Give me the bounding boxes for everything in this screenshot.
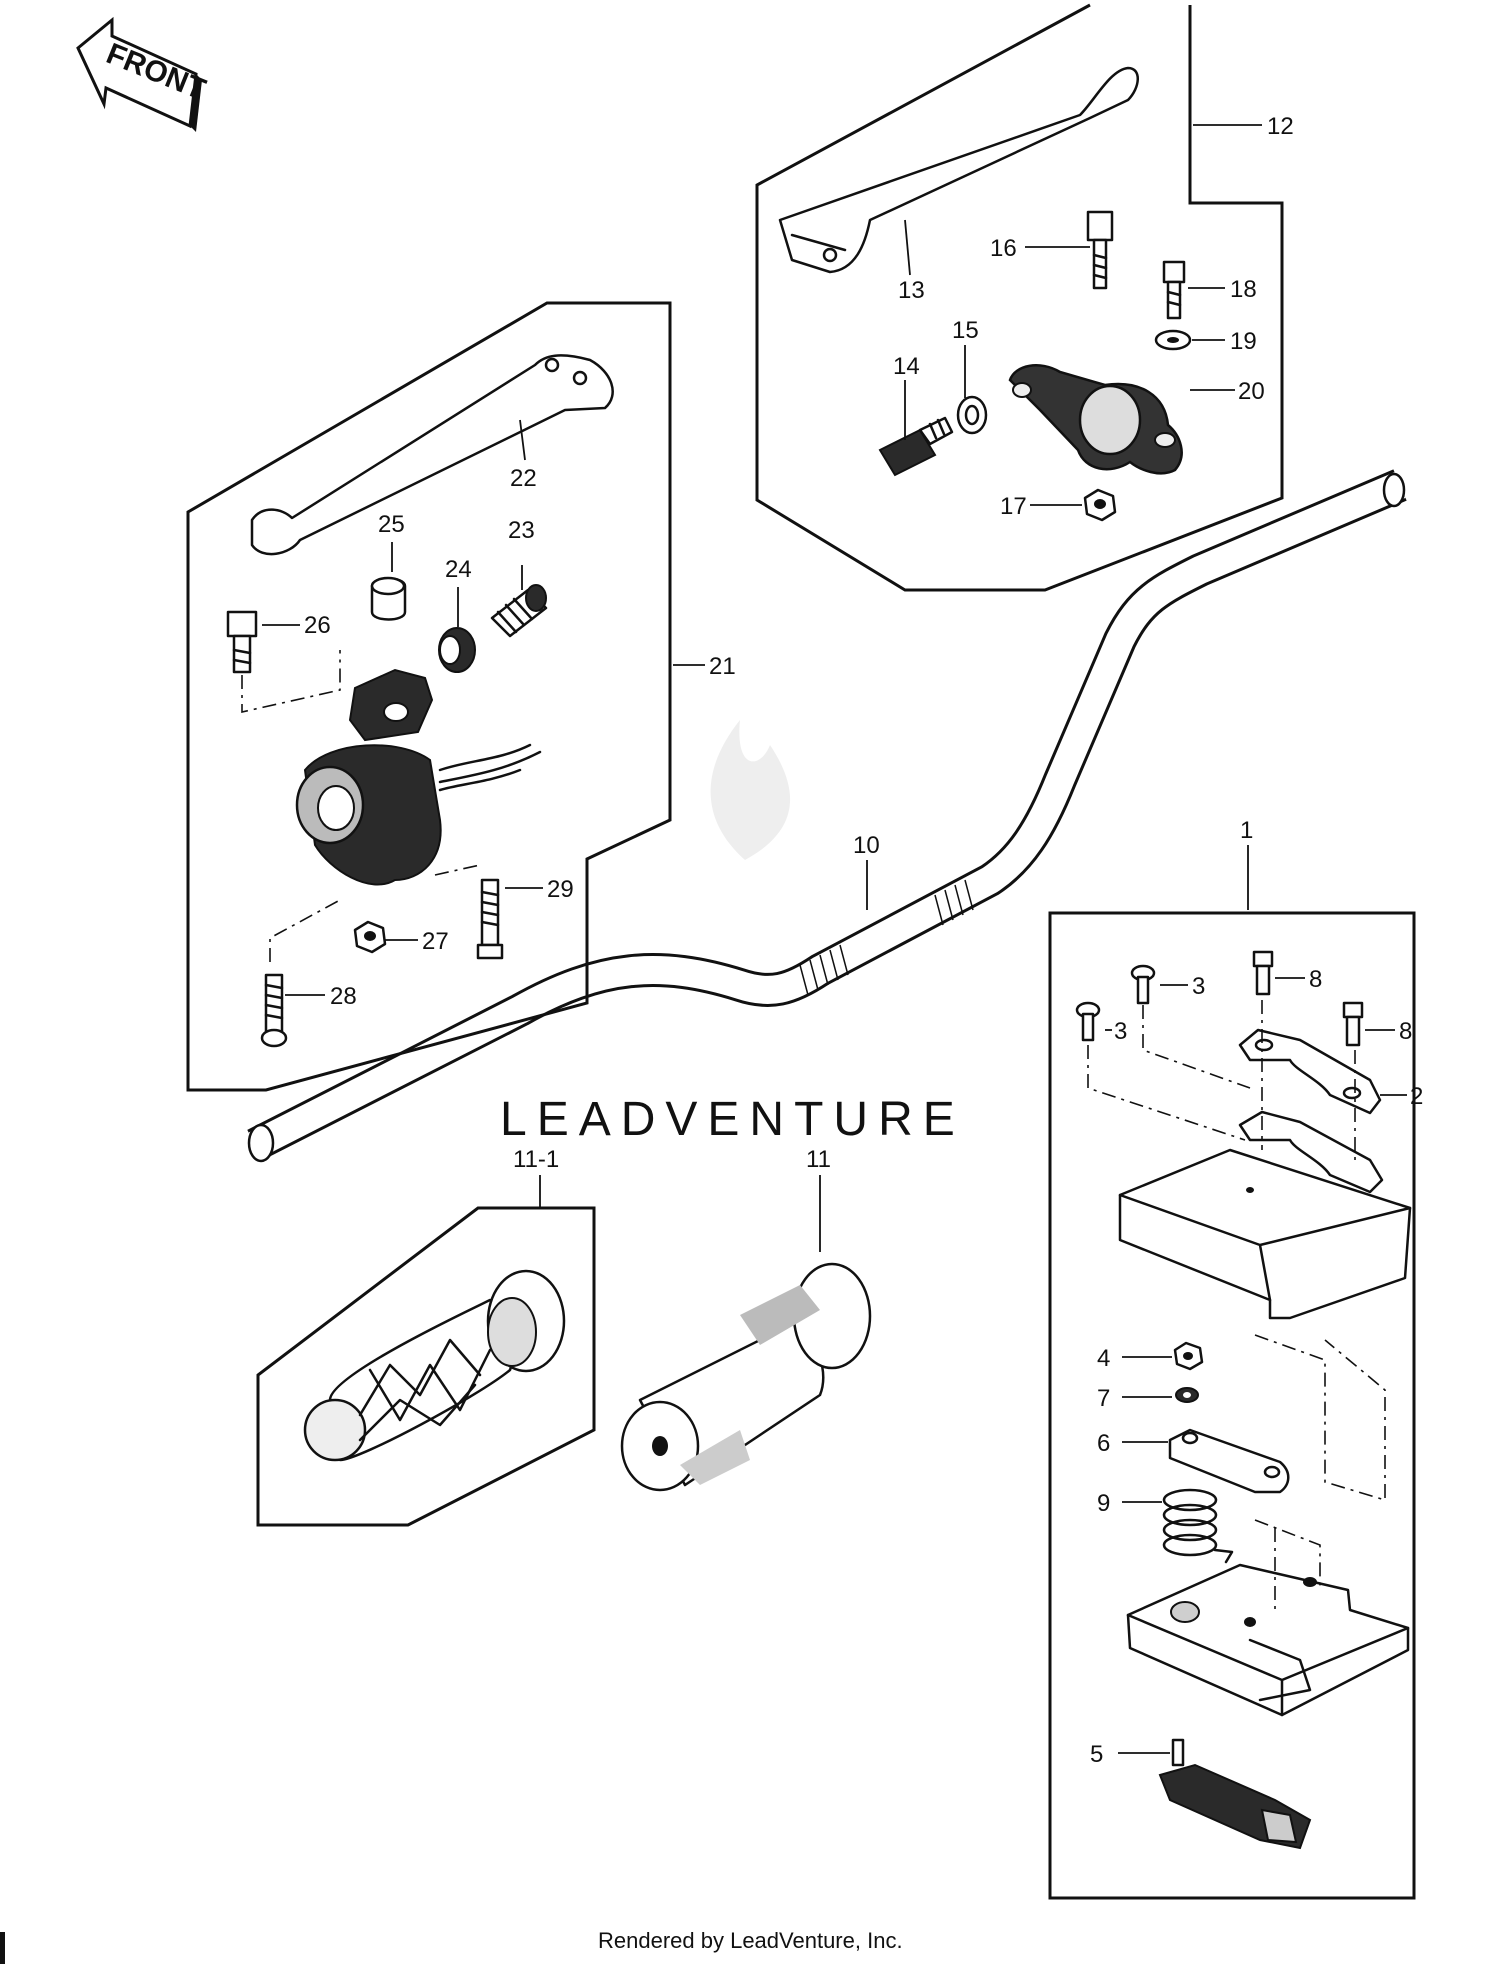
screw-3b (1130, 964, 1156, 1005)
locknut-15 (956, 395, 988, 435)
grip-11 (620, 1262, 872, 1492)
label-25: 25 (378, 511, 405, 538)
label-15: 15 (952, 317, 979, 344)
label-3a: 3 (1192, 973, 1205, 1000)
clutch-lever (250, 354, 614, 556)
nut-17 (1083, 488, 1117, 522)
bolt-18 (1162, 260, 1186, 320)
clamp-2 (1238, 1028, 1382, 1115)
grip-11-1 (303, 1269, 566, 1462)
nut-4 (1173, 1341, 1204, 1371)
screw-28 (260, 973, 288, 1048)
group-21-outline (186, 301, 672, 1092)
label-4: 4 (1097, 1345, 1110, 1372)
assembly-line (269, 899, 341, 962)
label-1: 1 (1240, 817, 1253, 844)
label-7: 7 (1097, 1385, 1110, 1412)
label-11: 11 (806, 1146, 831, 1173)
label-11-1: 11-1 (513, 1146, 559, 1173)
lever-bracket (1008, 364, 1183, 475)
group-1-outline (1048, 911, 1416, 1900)
label-5: 5 (1090, 1741, 1103, 1768)
label-28: 28 (330, 983, 357, 1010)
washer-7 (1175, 1387, 1199, 1403)
lever-holder (295, 668, 542, 886)
label-3b: 3 (1114, 1018, 1127, 1045)
label-14: 14 (893, 353, 920, 380)
master-cylinder-cover (1118, 1110, 1412, 1320)
brake-lever (778, 66, 1139, 274)
label-24: 24 (445, 556, 472, 583)
bolt-8b (1342, 1001, 1364, 1047)
watermark: LEADVENTURE (500, 720, 965, 1146)
plate-6 (1168, 1428, 1290, 1494)
label-18: 18 (1230, 276, 1257, 303)
bolt-29 (476, 878, 504, 960)
bolt-26 (226, 610, 258, 674)
label-10: 10 (853, 832, 880, 859)
lock-ring-24 (438, 627, 476, 673)
part-labels: 12 13 16 18 19 14 15 20 17 21 22 23 24 2… (304, 113, 1423, 1768)
watermark-text: LEADVENTURE (500, 1093, 965, 1146)
label-21: 21 (709, 653, 736, 680)
handlebar (247, 469, 1407, 1163)
nut-27 (353, 920, 387, 954)
assembly-line (434, 864, 481, 876)
label-8a: 8 (1309, 966, 1322, 993)
screw-3a (1075, 1001, 1101, 1042)
front-arrow-icon: FRONT (76, 16, 210, 132)
label-20: 20 (1238, 378, 1265, 405)
bolt-8a (1252, 950, 1274, 996)
label-12: 12 (1267, 113, 1294, 140)
assembly-line (1142, 1005, 1251, 1089)
adjuster-14 (878, 416, 954, 477)
base-plate (1126, 1563, 1410, 1717)
label-8b: 8 (1399, 1018, 1412, 1045)
label-17: 17 (1000, 493, 1027, 520)
assembly-line (1254, 1519, 1321, 1590)
label-27: 27 (422, 928, 449, 955)
assembly-line (1087, 1045, 1246, 1141)
label-6: 6 (1097, 1430, 1110, 1457)
label-16: 16 (990, 235, 1017, 262)
leader-lines (262, 124, 1407, 1754)
assembly-line (1254, 1334, 1386, 1502)
label-19: 19 (1230, 328, 1257, 355)
assembly-line (241, 650, 341, 713)
adjuster-23 (490, 584, 548, 638)
group-11-1-outline (256, 1206, 596, 1527)
edge-mark (0, 1932, 5, 1964)
label-22: 22 (510, 465, 537, 492)
cap-25 (370, 576, 407, 621)
label-23: 23 (508, 517, 535, 544)
footer-credit: Rendered by LeadVenture, Inc. (598, 1928, 903, 1953)
bolt-16 (1086, 210, 1114, 290)
washer-19 (1154, 329, 1192, 351)
group-12-outline (755, 3, 1284, 592)
label-9: 9 (1097, 1490, 1110, 1517)
label-26: 26 (304, 612, 331, 639)
label-13: 13 (898, 277, 925, 304)
switch-5 (1158, 1738, 1312, 1850)
spring-9 (1162, 1488, 1234, 1564)
label-29: 29 (547, 876, 574, 903)
label-2: 2 (1410, 1083, 1423, 1110)
